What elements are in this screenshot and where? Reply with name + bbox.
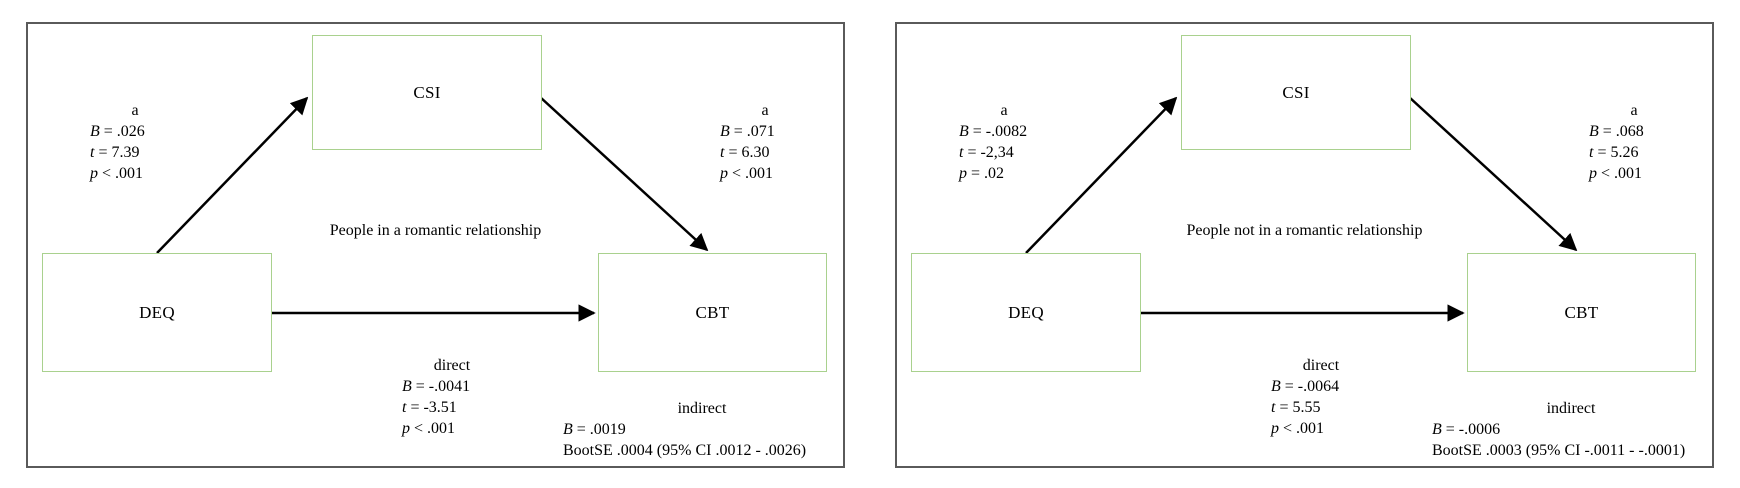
outcome-box-cbt: CBT (598, 253, 827, 372)
stat-line: B = .071 (720, 123, 775, 140)
box-label: CBT (695, 302, 730, 322)
predictor-box-deq: DEQ (911, 253, 1141, 372)
stat-line: B = -.0006 (1432, 421, 1501, 438)
stat-line: p < .001 (1271, 420, 1325, 437)
stat-line: p < .001 (1589, 165, 1643, 182)
box-label: DEQ (1008, 302, 1044, 322)
mediator-box-csi: CSI (1181, 35, 1411, 150)
path-b-stats: a B = .071 t = 6.30 p < .001 (720, 100, 810, 184)
group-label: People in a romantic relationship (329, 222, 542, 239)
mediation-panel-in-relationship: CSI DEQ CBT People in a romantic relatio… (26, 22, 845, 468)
effect-label: indirect (1546, 400, 1596, 417)
outcome-box-cbt: CBT (1467, 253, 1696, 372)
mediator-box-csi: CSI (312, 35, 542, 150)
stat-line: B = -.0064 (1271, 378, 1340, 395)
effect-label: direct (1302, 357, 1340, 374)
effect-label: direct (433, 357, 471, 374)
box-label: DEQ (139, 302, 175, 322)
bootstrap-line: BootSE .0003 (95% CI -.0011 - -.0001) (1432, 442, 1686, 459)
path-b-stats: a B = .068 t = 5.26 p < .001 (1589, 100, 1679, 184)
bootstrap-line: BootSE .0004 (95% CI .0012 - .0026) (563, 442, 807, 459)
stat-line: p < .001 (402, 420, 456, 437)
stat-line: B = -.0041 (402, 378, 471, 395)
stat-line: p < .001 (90, 165, 144, 182)
stat-line: t = 5.26 (1589, 144, 1639, 161)
direct-effect-stats: direct B = -.0041 t = -3.51 p < .001 (402, 355, 502, 439)
path-label: a (131, 102, 139, 119)
stat-line: t = 5.55 (1271, 399, 1321, 416)
stat-line: p < .001 (720, 165, 774, 182)
stat-line: t = 7.39 (90, 144, 140, 161)
box-label: CSI (1282, 82, 1310, 102)
path-a-stats: a B = .026 t = 7.39 p < .001 (90, 100, 180, 184)
indirect-effect-stats: indirect B = .0019 BootSE .0004 (95% CI … (563, 398, 833, 461)
stat-line: t = -3.51 (402, 399, 457, 416)
path-label: a (1630, 102, 1638, 119)
stat-line: B = -.0082 (959, 123, 1028, 140)
box-label: CSI (413, 82, 441, 102)
stat-line: B = .068 (1589, 123, 1644, 140)
direct-effect-stats: direct B = -.0064 t = 5.55 p < .001 (1271, 355, 1371, 439)
effect-label: indirect (677, 400, 727, 417)
stat-line: B = .026 (90, 123, 145, 140)
stat-line: t = 6.30 (720, 144, 770, 161)
indirect-effect-stats: indirect B = -.0006 BootSE .0003 (95% CI… (1432, 398, 1702, 461)
stat-line: B = .0019 (563, 421, 626, 438)
mediation-panel-not-in-relationship: CSI DEQ CBT People not in a romantic rel… (895, 22, 1714, 468)
path-label: a (1000, 102, 1008, 119)
stat-line: t = -2,34 (959, 144, 1014, 161)
predictor-box-deq: DEQ (42, 253, 272, 372)
path-a-stats: a B = -.0082 t = -2,34 p = .02 (959, 100, 1049, 184)
path-label: a (761, 102, 769, 119)
box-label: CBT (1564, 302, 1599, 322)
stat-line: p = .02 (959, 165, 1005, 182)
group-label: People not in a romantic relationship (1186, 222, 1423, 239)
